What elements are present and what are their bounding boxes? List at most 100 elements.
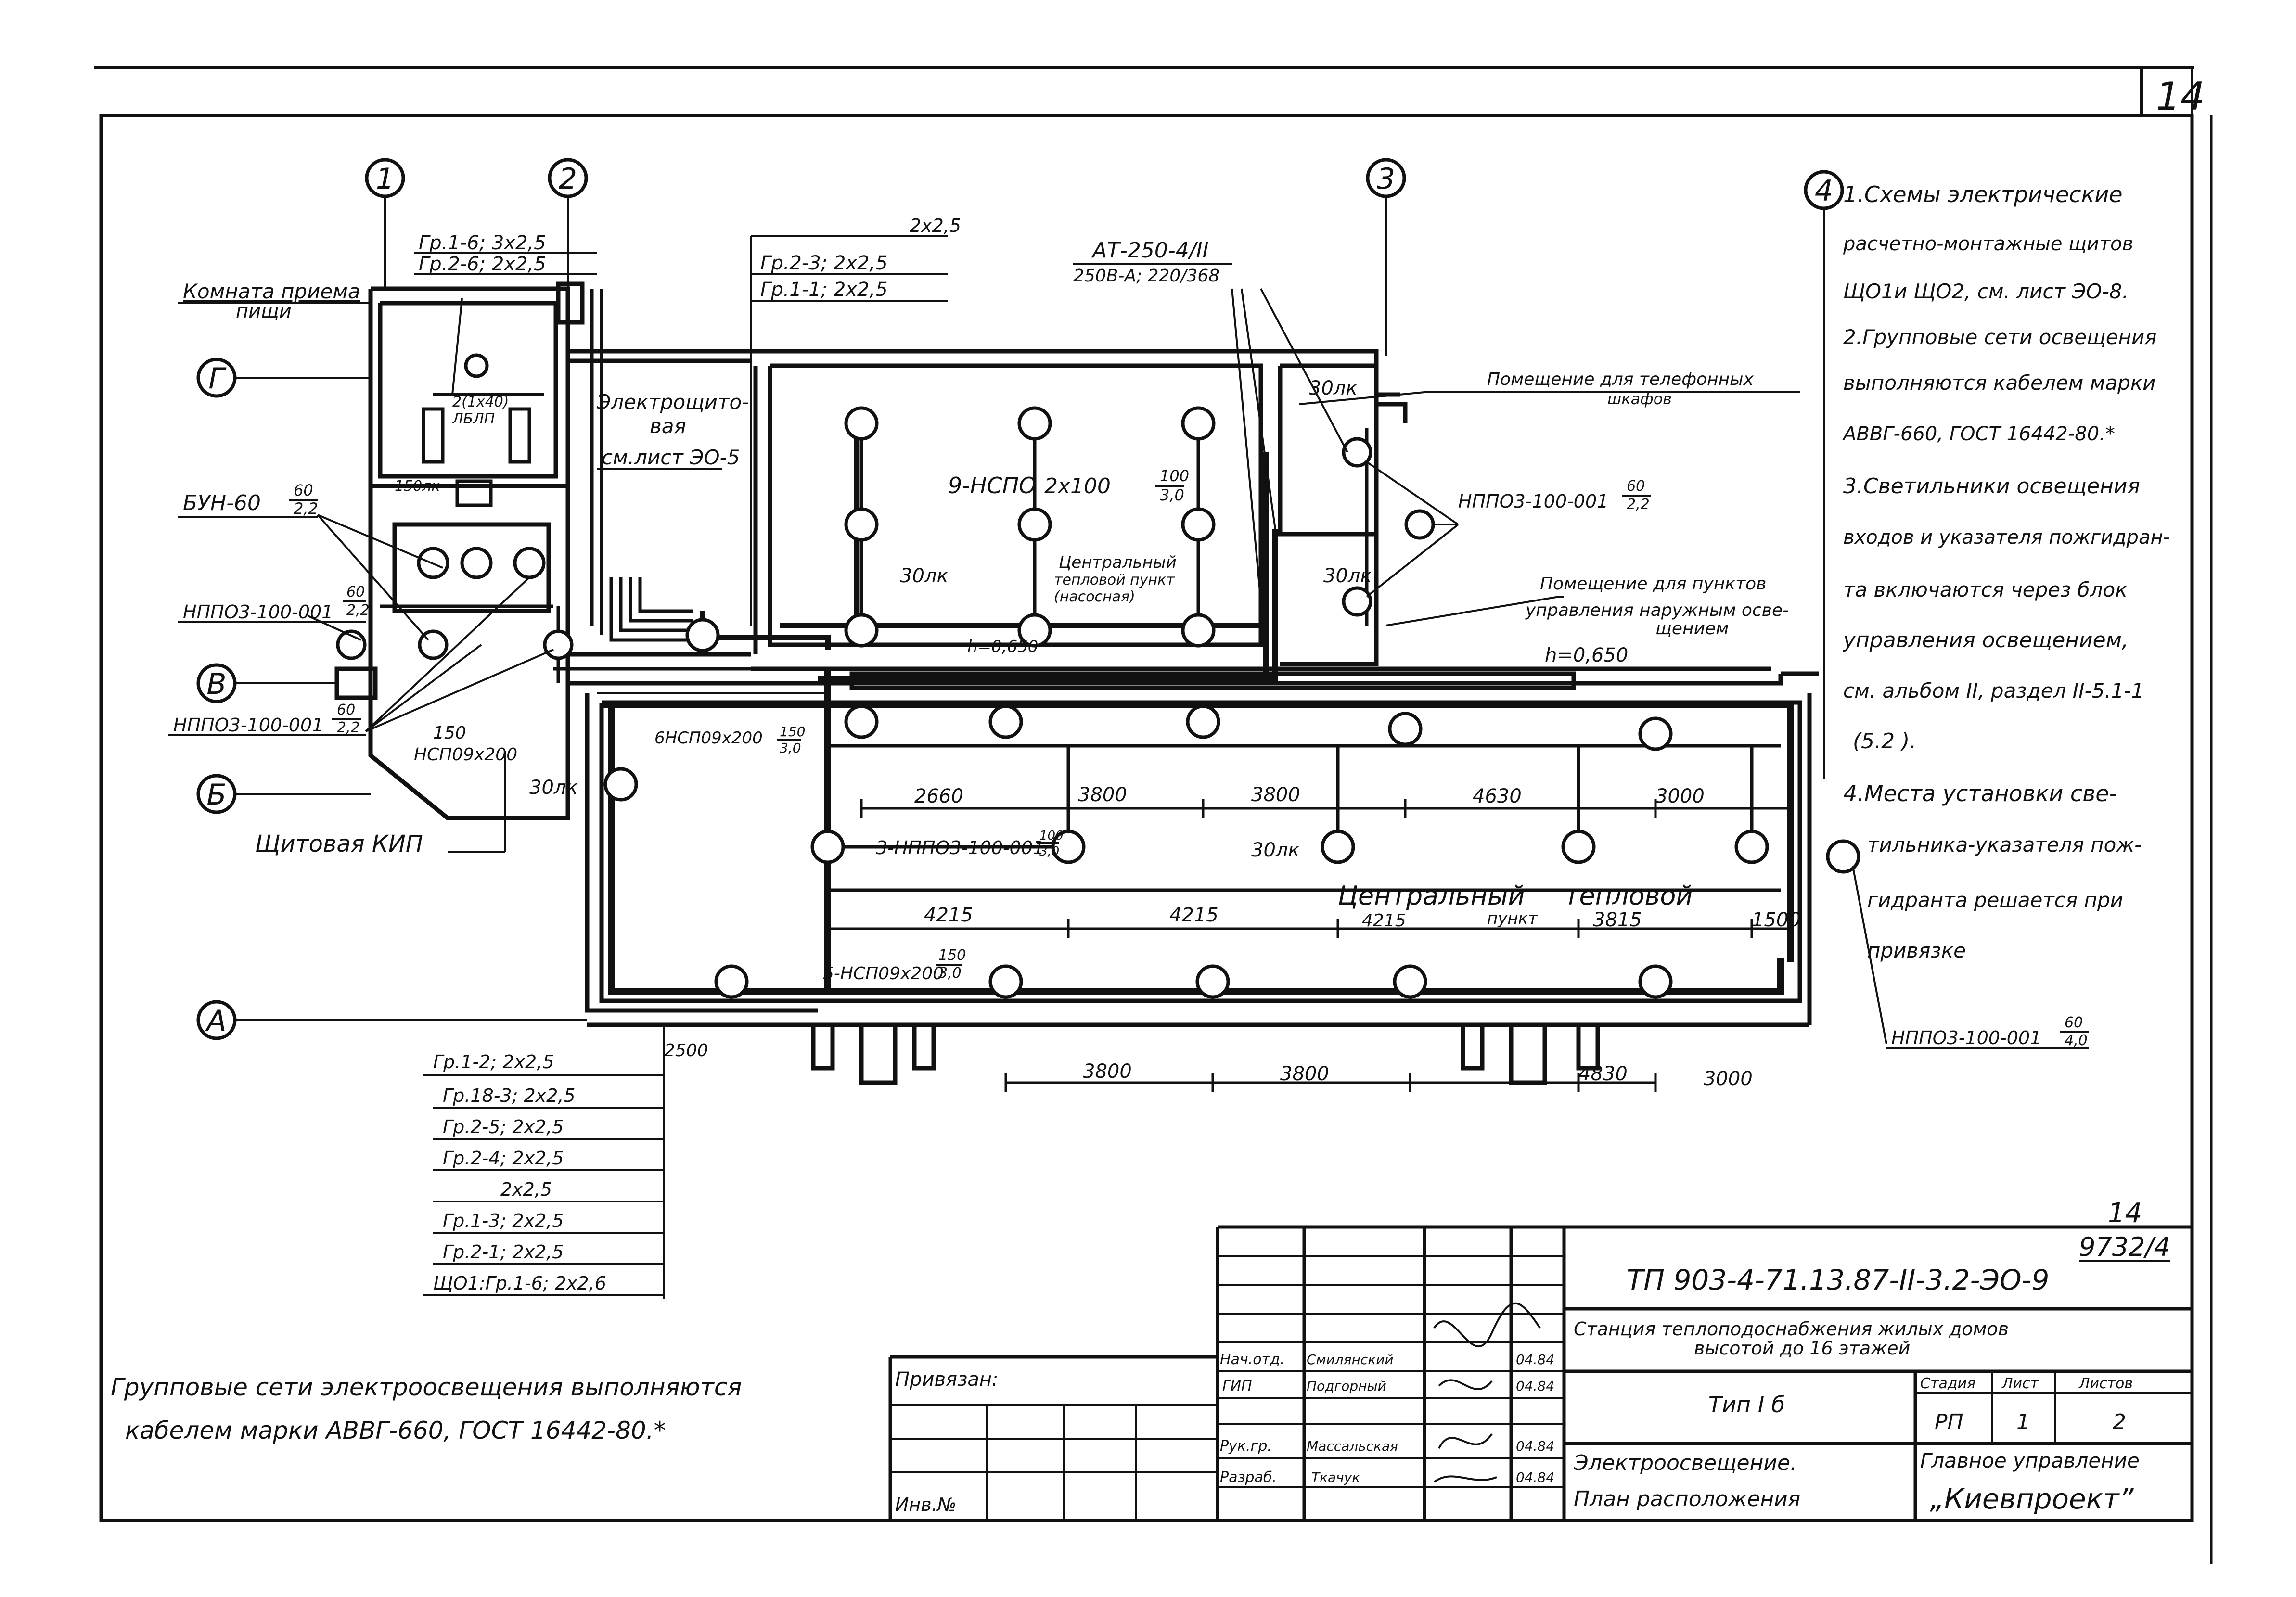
drawing-label: привязке [1867, 939, 1966, 962]
archive-code: 9732/4 [2079, 1232, 2170, 1262]
role-label: Разраб. [1220, 1469, 1277, 1486]
signature-mark [1438, 1379, 1493, 1391]
drawing-label: 60 [337, 702, 355, 718]
sheet-number: 14 [2156, 74, 2205, 119]
drawing-label: Гр.2-6; 2х2,5 [419, 253, 546, 275]
dimension-row-3: 2500 3800 3800 4830 3000 [664, 1041, 1753, 1092]
drawing-label: Гр.2-3; 2х2,5 [760, 252, 888, 274]
lux-label: 30лк [900, 577, 901, 578]
drawing-label: Гр.2-4; 2х2,5 [443, 1148, 564, 1169]
fixture-label-nppo3: 3-НППО3-100-001 100 3,0 [876, 829, 1064, 859]
drawing-label: 3,0 [780, 740, 801, 756]
sign-date: 04.84 [1516, 1352, 1554, 1367]
drawing-label: 2х2,5 [500, 1179, 552, 1200]
person-name: Массальская [1307, 1438, 1398, 1454]
fixture-label-nspo6: 6НСП09х200 150 3,0 [654, 724, 805, 756]
dimension-row-2: 4215 4215 4215 3815 1500 [826, 904, 1801, 938]
organization: Главное управление [1920, 1449, 2140, 1472]
height-label: h=0,650 [1545, 644, 1628, 666]
drawing-label: 3000 [1704, 1068, 1753, 1090]
grid-axes: 1 2 3 4 Г В Б А [196, 158, 1844, 1040]
signature-mark [1433, 1302, 1541, 1347]
person-name: Смилянский [1307, 1352, 1394, 1367]
organization-2: „Киевпроект” [1930, 1482, 2134, 1515]
cable-labels-top-left: Гр.1-6; 3х2,5 Гр.2-6; 2х2,5 [414, 232, 597, 275]
stage-header: Лист [2001, 1375, 2039, 1392]
drawing-label: та включаются через блок [1843, 578, 2128, 601]
fixture-label-bun: БУН-60 60 2,2 [178, 481, 318, 518]
cable-labels-bottom: Гр.1-2; 2х2,5 Гр.18-3; 2х2,5 Гр.2-5; 2х2… [423, 1025, 665, 1299]
drawing-code: ТП 903-4-71.13.87-II-3.2-ЭО-9 [1627, 1264, 2049, 1296]
drawing-label: Г [208, 362, 227, 396]
bottom-note: Групповые сети электроосвещения выполняю… [111, 1373, 742, 1444]
drawing-label: 150 [780, 724, 805, 740]
drawing-label: 2660 [914, 785, 963, 807]
lux-label: 30лк [529, 777, 578, 799]
cable-labels-top-mid: 2х2,5 Гр.2-3; 2х2,5 Гр.1-1; 2х2,5 [750, 215, 961, 626]
drawing-label: 3800 [1251, 784, 1300, 806]
drawing-label: НППО3-100-001 [183, 601, 333, 623]
axis-lines [236, 195, 1825, 1021]
drawing-label: 250В-А; 220/368 [1073, 266, 1219, 286]
drawing-label: 4830 [1578, 1063, 1628, 1085]
cable-runs [380, 289, 1794, 995]
drawing-label: НППО3-100-001 [1891, 1027, 2041, 1048]
archive-number: 14 [2108, 1198, 2142, 1229]
drawing-label: 1.Схемы электрические [1843, 181, 2123, 207]
drawing-label: ЩО1и ЩО2, см. лист ЭО-8. [1843, 280, 2129, 303]
drawing-label: гидранта решается при [1867, 888, 2123, 912]
drawing-label: Гр.2-1; 2х2,5 [443, 1241, 564, 1263]
drawing-label: НППО3-100-001 [1458, 491, 1608, 512]
drawing-label: 3800 [1083, 1060, 1132, 1083]
drawing-label: 2,2 [346, 602, 370, 619]
drawing-label: кабелем марки АВВГ-660, ГОСТ 16442-80.* [125, 1417, 666, 1444]
central-point-label: Центральный [1338, 881, 1525, 911]
stage-value: РП [1935, 1410, 1963, 1434]
drawing-label: НСП09х200 [414, 745, 517, 765]
switchroom-label: Электрощито- [596, 390, 749, 414]
axis-marker-2: 2 [548, 158, 588, 198]
drawing-label: 3815 [1593, 909, 1642, 931]
drawing-label: 3000 [1655, 785, 1705, 807]
axis-marker-a: А [196, 1000, 237, 1040]
drawing-label: Гр.18-3; 2х2,5 [443, 1085, 576, 1106]
fixture-label-nspo5: 5-НСП09х200 150 3,0 [823, 947, 966, 984]
drawing-label: (5.2 ). [1853, 729, 1916, 754]
axis-marker-v: В [196, 663, 237, 703]
drawing-label: Гр.1-6; 3х2,5 [419, 232, 546, 254]
outdoor-room-label-3: щением [1655, 619, 1729, 639]
drawing-label: 2,2 [1627, 496, 1650, 513]
leader-lines [308, 288, 1887, 1045]
breaker-label: АТ-250-4/II 250В-А; 220/368 [1073, 238, 1232, 286]
drawing-title: Электроосвещение. [1573, 1451, 1797, 1475]
phone-room-label-2: шкафов [1607, 390, 1672, 408]
fuse-label-2: ЛБЛП [452, 410, 495, 427]
drawing-label: 60 [346, 584, 365, 600]
fixture-label-nppo-right: НППО3-100-001 60 2,2 [1458, 478, 1651, 513]
drawing-label: Гр.1-2; 2х2,5 [433, 1051, 554, 1073]
drawing-label: 3800 [1078, 784, 1127, 806]
pump-room-label-2: тепловой пункт [1054, 572, 1175, 588]
axis-marker-b: Б [196, 774, 237, 814]
drawing-label: 1 [376, 162, 394, 196]
fixture-label-nppo-left2: НППО3-100-001 60 2,2 [168, 702, 366, 736]
general-notes: 1.Схемы электрические расчетно-монтажные… [1842, 181, 2170, 962]
building-type: Тип I б [1708, 1392, 1785, 1418]
fuse-label: 2(1х40) [452, 394, 509, 410]
dimension-row-1: 2660 3800 3800 4630 3000 [860, 784, 1792, 818]
fixture-label-nppo-bottom: НППО3-100-001 60 4,0 [1886, 1014, 2089, 1049]
project-name: Станция теплоподоснабжения жилых домов [1574, 1318, 2009, 1340]
drawing-label: 150 [938, 947, 966, 964]
drawing-label: 3,0 [938, 965, 962, 982]
lux-label: 30лк [1309, 377, 1358, 399]
axis-marker-4: 4 [1804, 170, 1844, 210]
drawing-title-2: План расположения [1574, 1487, 1800, 1511]
drawing-label: Гр.2-5; 2х2,5 [443, 1116, 564, 1137]
drawing-label: выполняются кабелем марки [1843, 371, 2155, 395]
drawing-label: 2,2 [294, 499, 318, 518]
drawing-label: Групповые сети электроосвещения выполняю… [111, 1373, 742, 1401]
drawing-label: тильника-указателя пож- [1867, 833, 2142, 856]
sign-date: 04.84 [1516, 1378, 1554, 1394]
drawing-label: 2х2,5 [910, 215, 961, 236]
drawing-label: входов и указателя пожгидран- [1843, 526, 2170, 549]
